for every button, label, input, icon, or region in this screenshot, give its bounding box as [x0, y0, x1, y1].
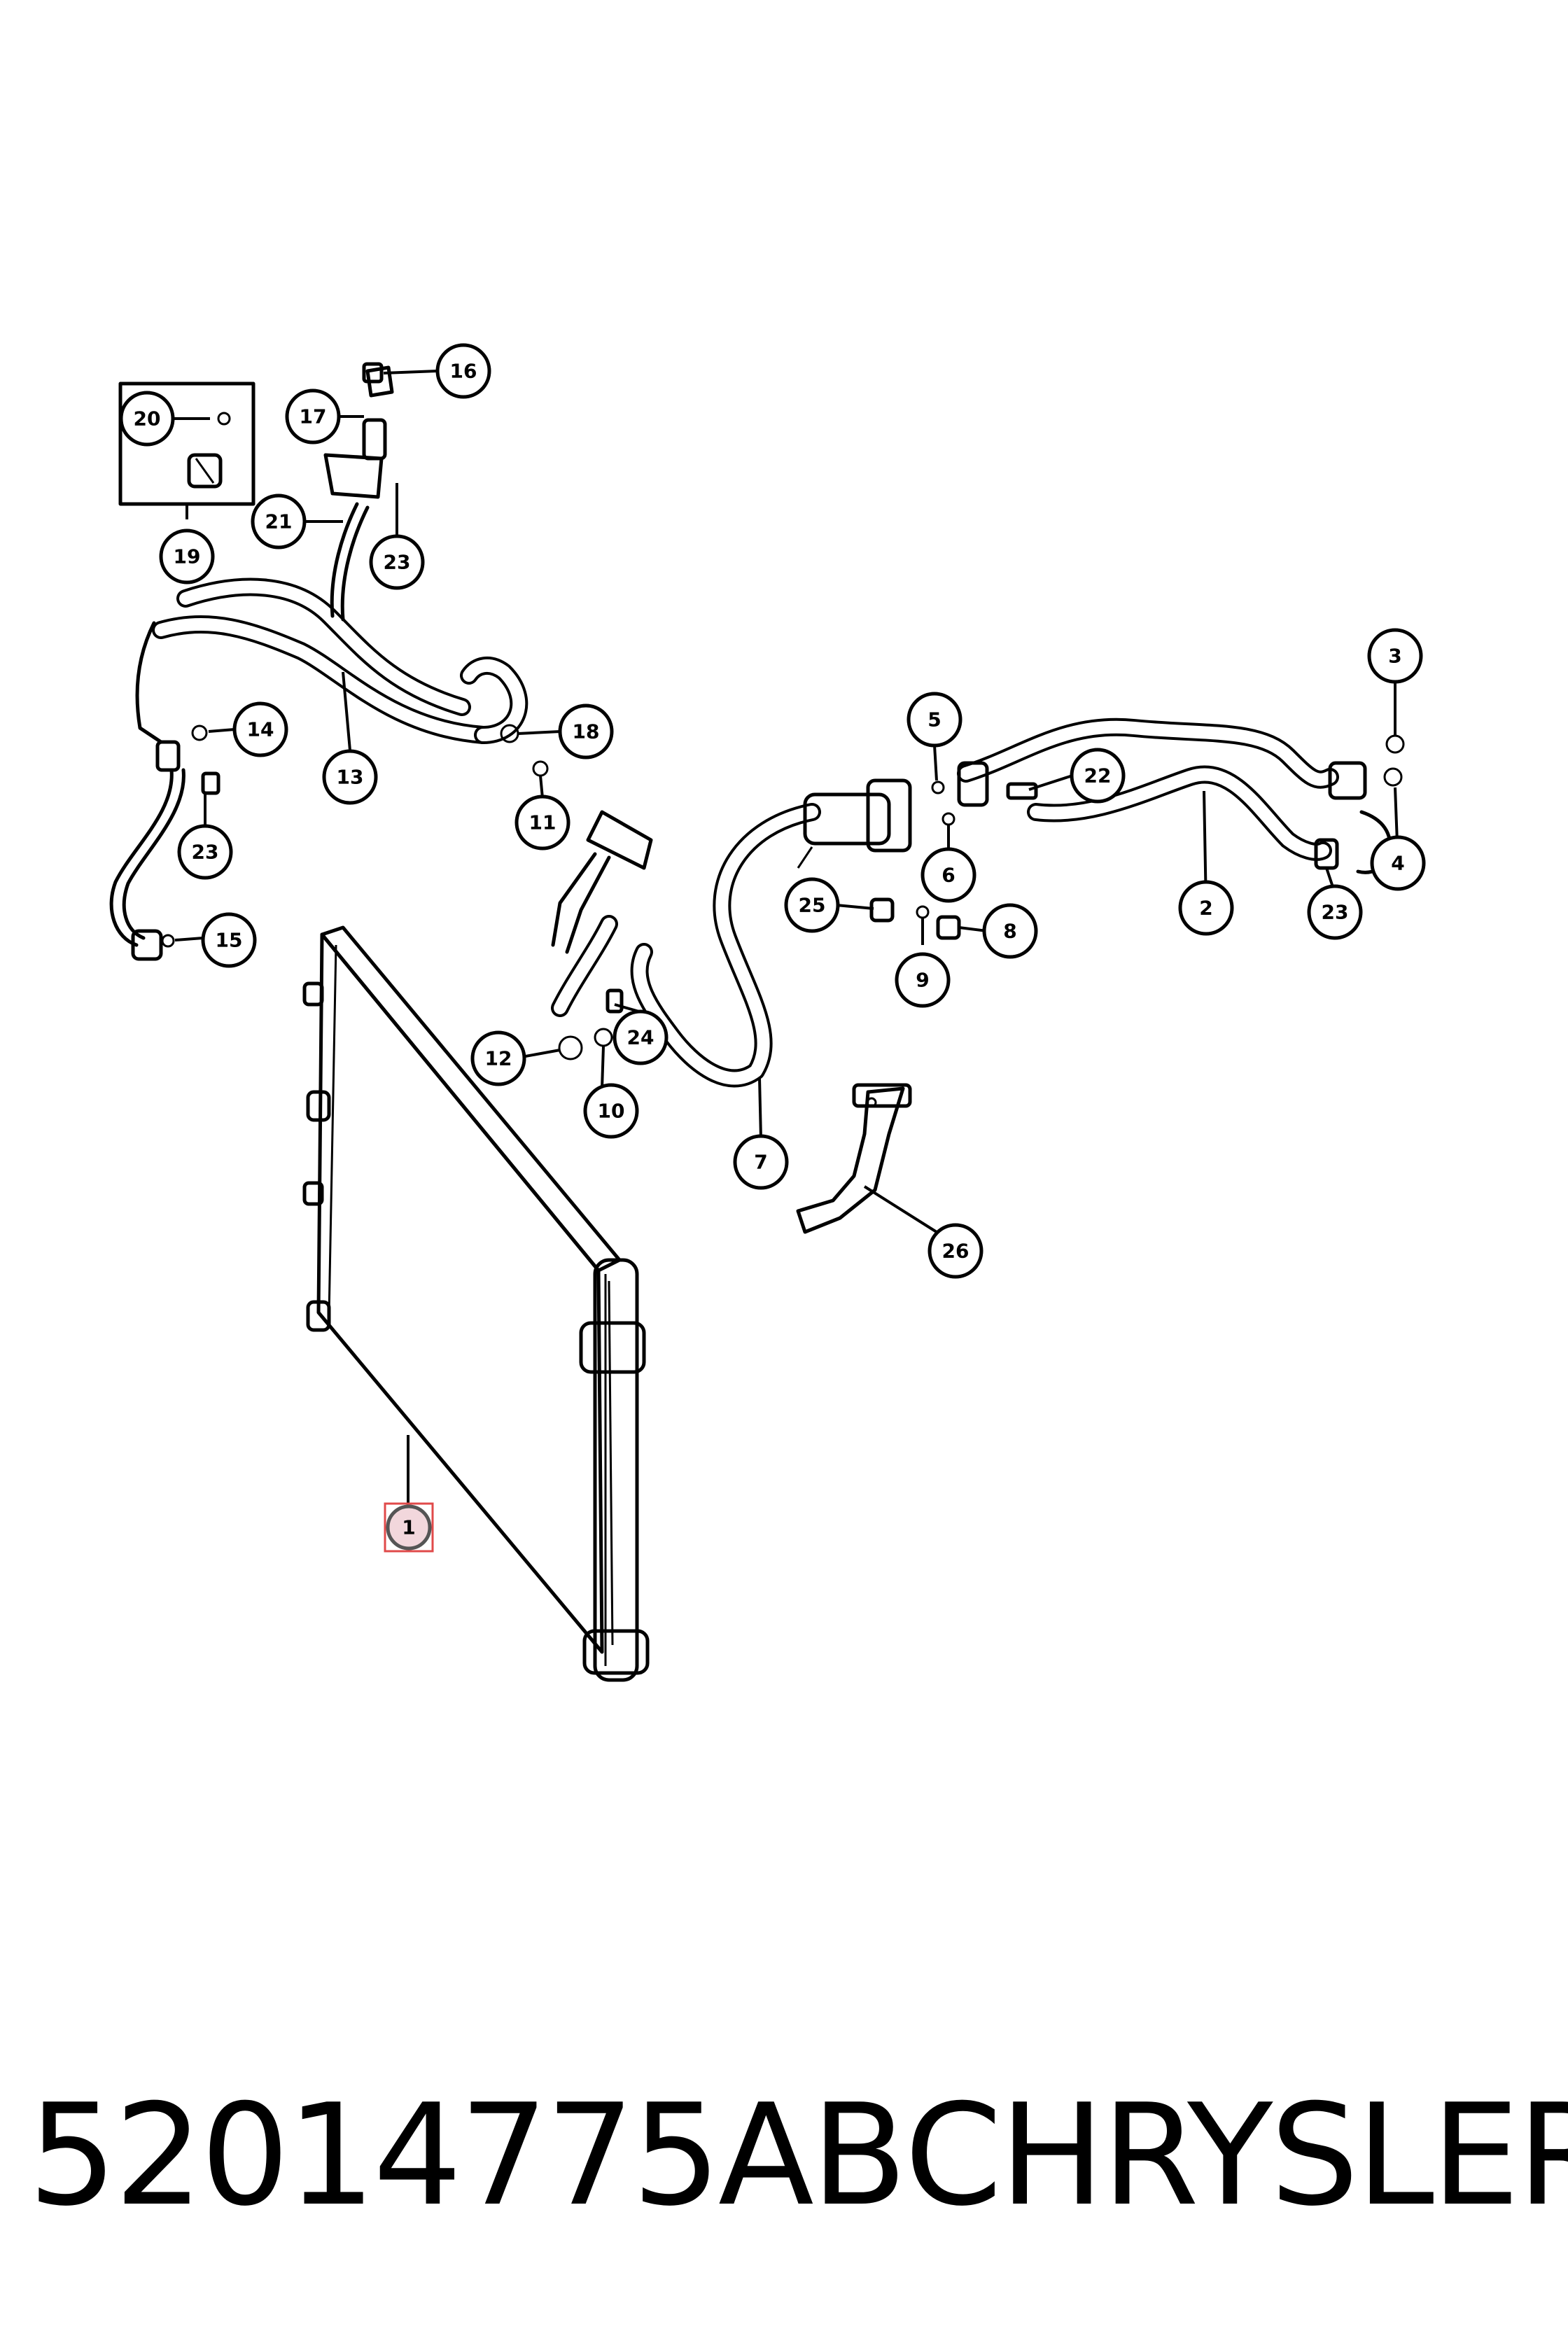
callout-label: 1 [402, 1516, 415, 1539]
leader-lines [166, 370, 1399, 1505]
callout-label: 4 [1391, 852, 1404, 875]
callout-label: 6 [941, 864, 955, 887]
callout-label: 11 [529, 811, 556, 834]
parts-diagram: 1 2 3 4 5 6 7 8 9 10 11 12 13 14 15 16 1… [109, 343, 1426, 1682]
callout-label: 3 [1388, 645, 1401, 668]
callout-20[interactable]: 20 [119, 391, 175, 447]
callout-label: 2 [1199, 897, 1212, 920]
callout-24[interactable]: 24 [612, 1009, 668, 1065]
callout-19[interactable]: 19 [159, 528, 215, 584]
callout-23-right[interactable]: 23 [1307, 884, 1363, 940]
callout-6[interactable]: 6 [920, 847, 976, 903]
condenser [302, 925, 650, 1682]
callout-17[interactable]: 17 [285, 388, 341, 444]
callout-12[interactable]: 12 [470, 1030, 526, 1086]
callout-label: 20 [134, 407, 161, 430]
callout-label: 23 [192, 841, 219, 864]
callout-21[interactable]: 21 [251, 493, 307, 550]
part-number: 52014775AB [28, 2074, 907, 2237]
callout-label: 23 [384, 551, 411, 574]
callout-8[interactable]: 8 [982, 903, 1038, 959]
callout-label: 8 [1003, 920, 1016, 943]
callout-3[interactable]: 3 [1367, 628, 1423, 684]
callout-18[interactable]: 18 [558, 704, 614, 760]
callout-9[interactable]: 9 [895, 952, 951, 1008]
small-fittings [161, 362, 1405, 1060]
callout-10[interactable]: 10 [583, 1083, 639, 1139]
callout-22[interactable]: 22 [1070, 748, 1126, 804]
callout-label: 16 [450, 360, 477, 383]
callout-26[interactable]: 26 [927, 1223, 983, 1279]
callout-label: 22 [1084, 764, 1112, 788]
callout-label: 17 [300, 405, 327, 428]
part-footer: 52014775AB CHRYSLER [28, 2072, 1568, 2240]
callout-label: 7 [754, 1151, 767, 1174]
callout-2[interactable]: 2 [1178, 880, 1234, 936]
callout-15[interactable]: 15 [201, 912, 257, 968]
callout-1[interactable]: 1 [386, 1504, 432, 1550]
callout-label: 18 [573, 720, 600, 743]
brand-name: CHRYSLER [904, 2074, 1568, 2237]
hose-assembly-left [109, 365, 528, 961]
callout-label: 26 [942, 1240, 969, 1263]
mounting-bracket [796, 1083, 912, 1234]
hose-assembly-middle [551, 778, 912, 1088]
callout-label: 13 [337, 766, 364, 789]
callout-label: 5 [927, 708, 941, 732]
callout-label: 12 [485, 1047, 512, 1070]
callout-23-top[interactable]: 23 [369, 534, 425, 590]
callout-label: 14 [247, 718, 274, 741]
callout-23-left[interactable]: 23 [177, 824, 233, 880]
callout-label: 15 [216, 929, 243, 952]
callout-5[interactable]: 5 [906, 692, 962, 748]
callout-4[interactable]: 4 [1370, 835, 1426, 891]
callout-7[interactable]: 7 [733, 1134, 789, 1190]
callout-label: 24 [627, 1026, 654, 1049]
callout-label: 9 [916, 969, 929, 992]
callout-label: 10 [598, 1100, 625, 1123]
callout-label: 23 [1322, 901, 1349, 924]
callout-label: 25 [799, 894, 826, 917]
callout-1-highlight-box [384, 1502, 434, 1553]
callouts: 1 2 3 4 5 6 7 8 9 10 11 12 13 14 15 16 1… [119, 343, 1426, 1553]
callout-13[interactable]: 13 [322, 749, 378, 805]
callout-label: 21 [265, 510, 293, 533]
callout-14[interactable]: 14 [232, 701, 288, 757]
callout-25[interactable]: 25 [784, 877, 840, 933]
callout-11[interactable]: 11 [514, 794, 570, 850]
callout-16[interactable]: 16 [435, 343, 491, 399]
hose-assembly-right [957, 718, 1392, 874]
callout-label: 19 [174, 545, 201, 568]
